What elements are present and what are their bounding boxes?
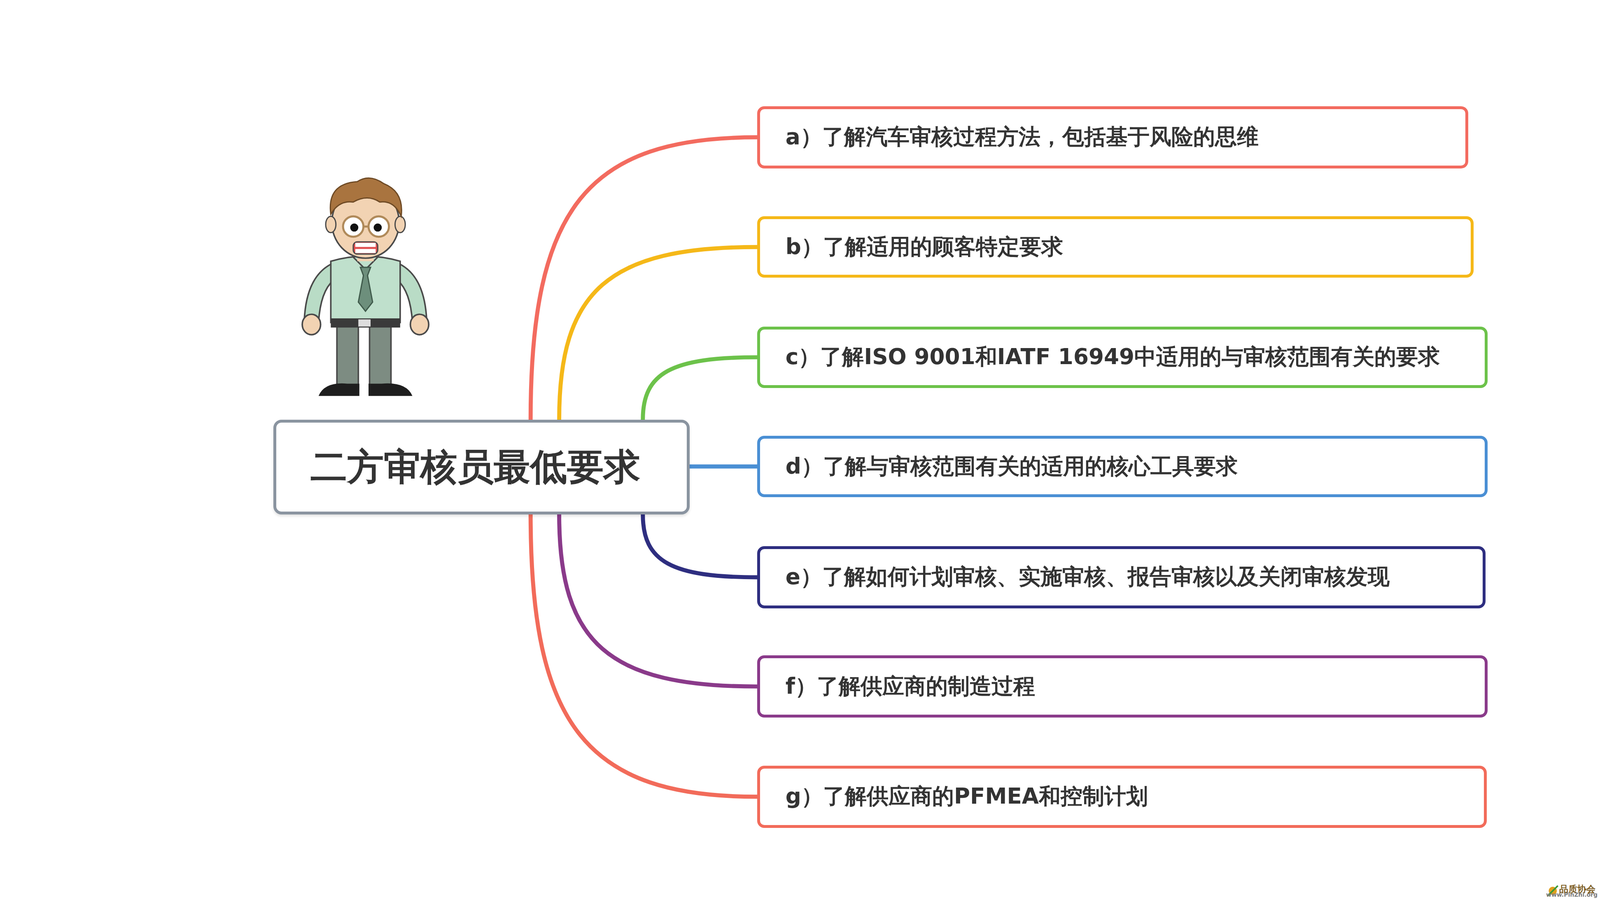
branch-box: b）了解适用的顾客特定要求	[757, 216, 1474, 278]
branch-connector	[559, 514, 758, 687]
branch-text: g）了解供应商的PFMEA和控制计划	[785, 781, 1148, 812]
branch-text: f）了解供应商的制造过程	[785, 671, 1036, 702]
branch-text: b）了解适用的顾客特定要求	[785, 232, 1064, 262]
branch-connector	[642, 356, 758, 420]
branch-box: c）了解ISO 9001和IATF 16949中适用的与审核范围有关的要求	[757, 326, 1488, 388]
branch-box: a）了解汽车审核过程方法，包括基于风险的思维	[757, 106, 1469, 169]
branch-box: f）了解供应商的制造过程	[757, 655, 1488, 718]
branch-text: d）了解与审核范围有关的适用的核心工具要求	[785, 451, 1238, 482]
branch-connector	[689, 464, 758, 469]
branch-connector	[559, 247, 758, 420]
watermark-text: www.PinZhi.org	[1546, 890, 1598, 898]
branch-connector	[642, 514, 758, 577]
branch-box: e）了解如何计划审核、实施审核、报告审核以及关闭审核发现	[757, 545, 1486, 609]
branch-text: c）了解ISO 9001和IATF 16949中适用的与审核范围有关的要求	[785, 342, 1440, 372]
branch-connector	[530, 514, 758, 797]
branch-connector	[530, 137, 758, 420]
branch-box: d）了解与审核范围有关的适用的核心工具要求	[757, 435, 1488, 497]
branch-text: a）了解汽车审核过程方法，包括基于风险的思维	[785, 122, 1259, 152]
central-topic-box: 二方审核员最低要求	[273, 419, 690, 515]
branch-text: e）了解如何计划审核、实施审核、报告审核以及关闭审核发现	[785, 562, 1390, 592]
auditor-figure	[302, 177, 429, 396]
central-title: 二方审核员最低要求	[310, 442, 641, 492]
branch-box: g）了解供应商的PFMEA和控制计划	[757, 765, 1487, 828]
